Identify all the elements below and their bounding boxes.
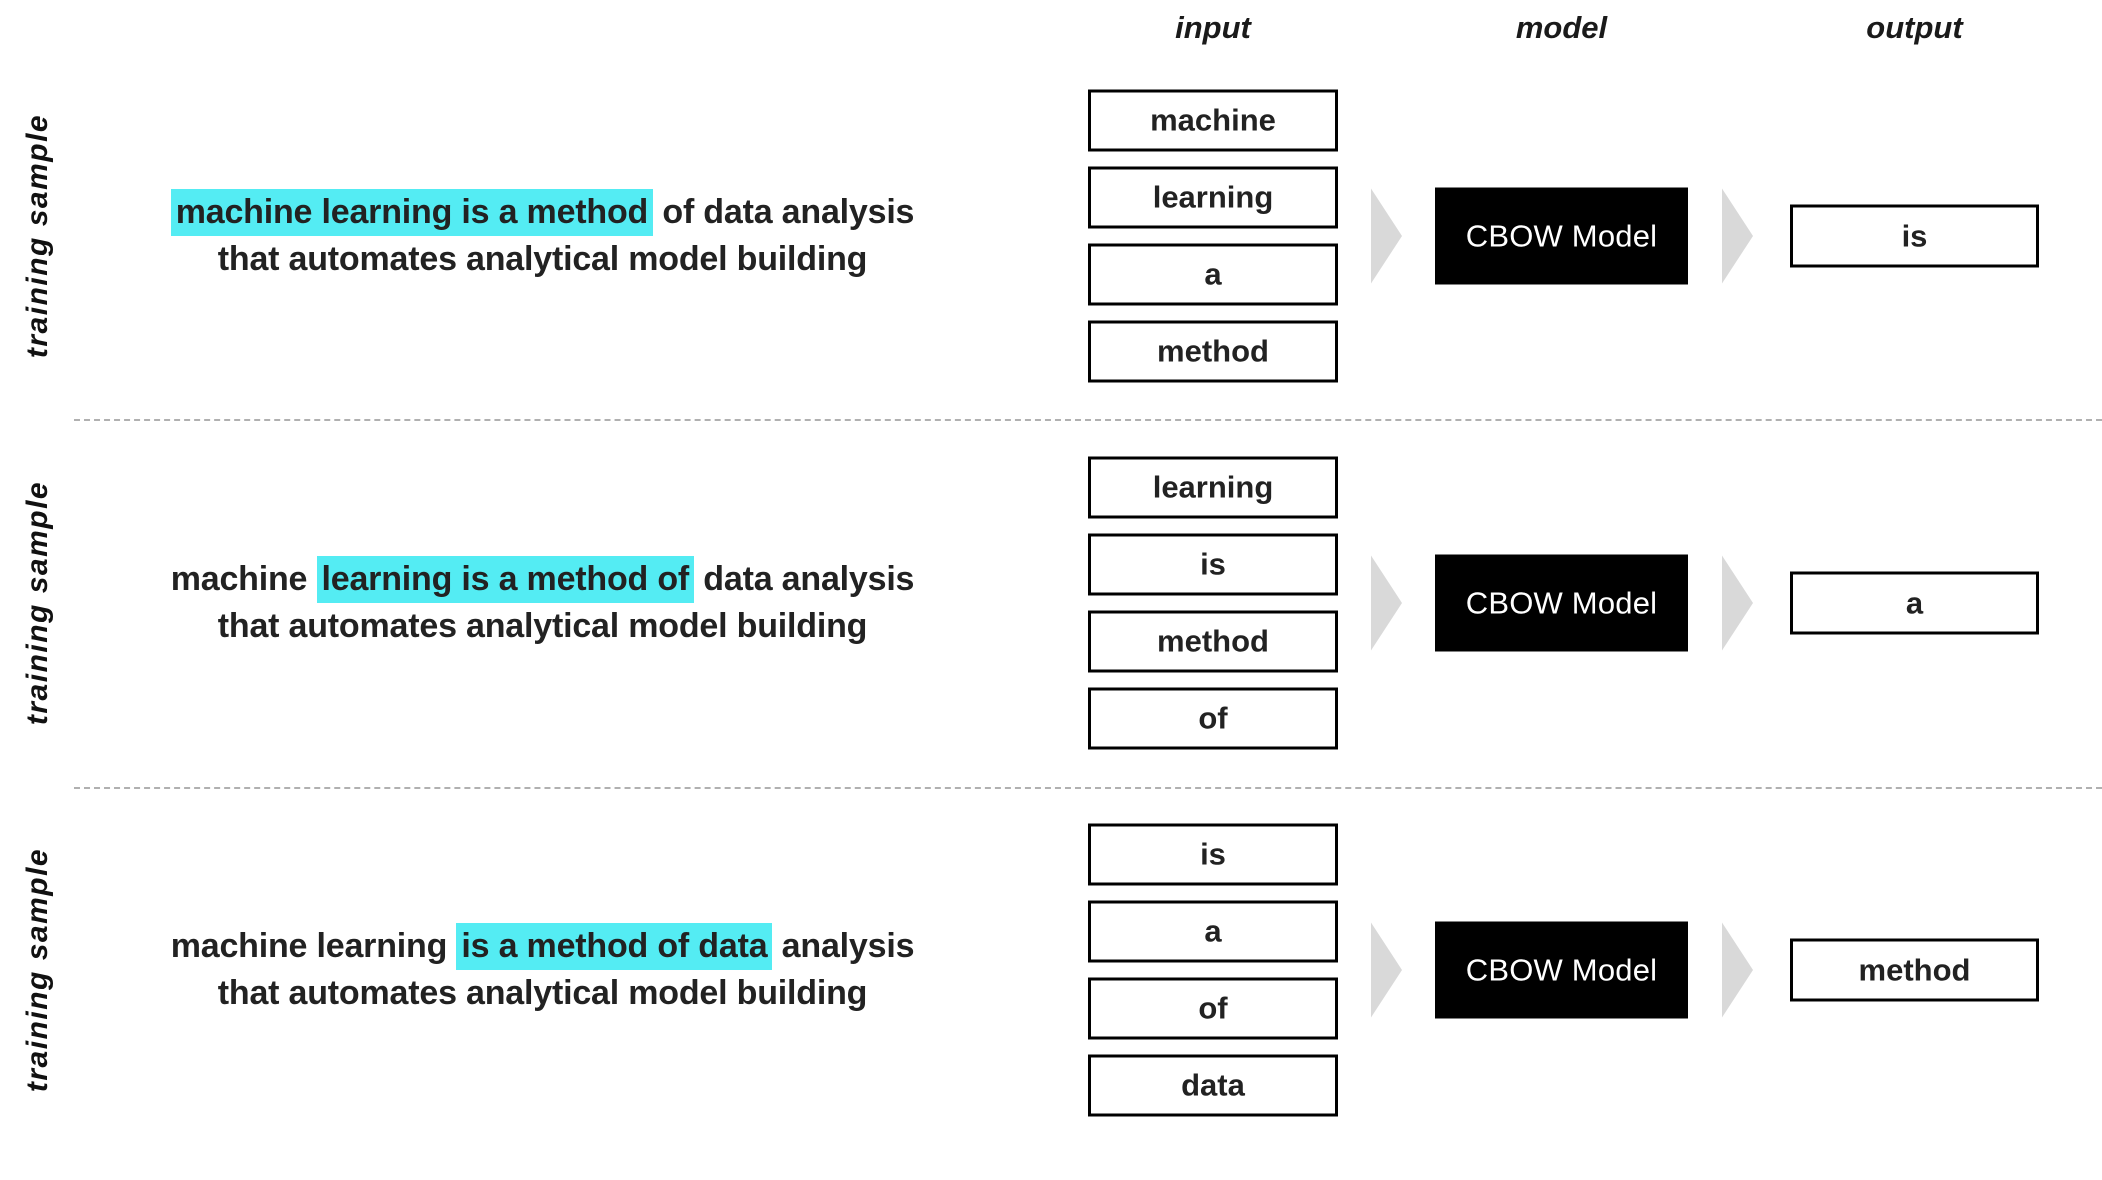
arrow-right-icon: [1722, 922, 1753, 1018]
sentence-post: data analysis: [694, 560, 915, 598]
input-word-stack: machine learning a method: [1088, 89, 1338, 383]
arrow-right-icon: [1371, 555, 1402, 651]
sentence-line2: that automates analytical model building: [217, 240, 868, 278]
row-divider: [74, 419, 2102, 421]
input-word-box: learning: [1088, 456, 1338, 519]
input-word-box: a: [1088, 900, 1338, 963]
input-word-box: machine: [1088, 89, 1338, 152]
arrow-right-icon: [1371, 922, 1402, 1018]
training-sample-row-1: training sample machine learning is a me…: [0, 50, 2102, 422]
output-word-box: a: [1790, 571, 2039, 635]
input-word-box: of: [1088, 687, 1338, 750]
training-sentence: machine learning is a method of data ana…: [70, 189, 1015, 283]
training-sample-row-3: training sample machine learning is a me…: [0, 786, 2102, 1154]
arrow-right-icon: [1722, 555, 1753, 651]
input-word-box: of: [1088, 977, 1338, 1040]
training-sample-label: training sample: [21, 480, 54, 726]
column-header-model: model: [1515, 10, 1608, 45]
input-word-stack: is a of data: [1088, 823, 1338, 1117]
arrow-right-icon: [1722, 188, 1753, 284]
input-word-box: is: [1088, 533, 1338, 596]
column-header-input: input: [1175, 10, 1251, 45]
training-sentence: machine learning is a method of data ana…: [70, 556, 1015, 650]
output-word-box: method: [1790, 938, 2039, 1002]
output-word-box: is: [1790, 204, 2039, 268]
sentence-post: analysis: [772, 927, 915, 965]
input-word-box: a: [1088, 243, 1338, 306]
sentence-line2: that automates analytical model building: [217, 607, 868, 645]
training-sample-row-2: training sample machine learning is a me…: [0, 420, 2102, 786]
cbow-model-box: CBOW Model: [1435, 187, 1688, 285]
sentence-line2: that automates analytical model building: [217, 974, 868, 1012]
cbow-model-box: CBOW Model: [1435, 921, 1688, 1019]
input-word-box: data: [1088, 1054, 1338, 1117]
context-window-highlight: learning is a method of: [316, 556, 695, 603]
input-word-stack: learning is method of: [1088, 456, 1338, 750]
context-window-highlight: machine learning is a method: [170, 189, 654, 236]
context-window-highlight: is a method of data: [456, 923, 773, 970]
training-sample-label: training sample: [21, 847, 54, 1093]
input-word-box: learning: [1088, 166, 1338, 229]
sentence-post: of data analysis: [653, 193, 915, 231]
training-sentence: machine learning is a method of data ana…: [70, 923, 1015, 1017]
column-header-output: output: [1866, 10, 1963, 45]
sentence-pre: machine learning: [170, 927, 457, 965]
input-word-box: method: [1088, 610, 1338, 673]
input-word-box: method: [1088, 320, 1338, 383]
row-divider: [74, 787, 2102, 789]
sentence-pre: machine: [170, 560, 317, 598]
training-sample-label: training sample: [21, 113, 54, 359]
input-word-box: is: [1088, 823, 1338, 886]
arrow-right-icon: [1371, 188, 1402, 284]
cbow-model-box: CBOW Model: [1435, 554, 1688, 652]
